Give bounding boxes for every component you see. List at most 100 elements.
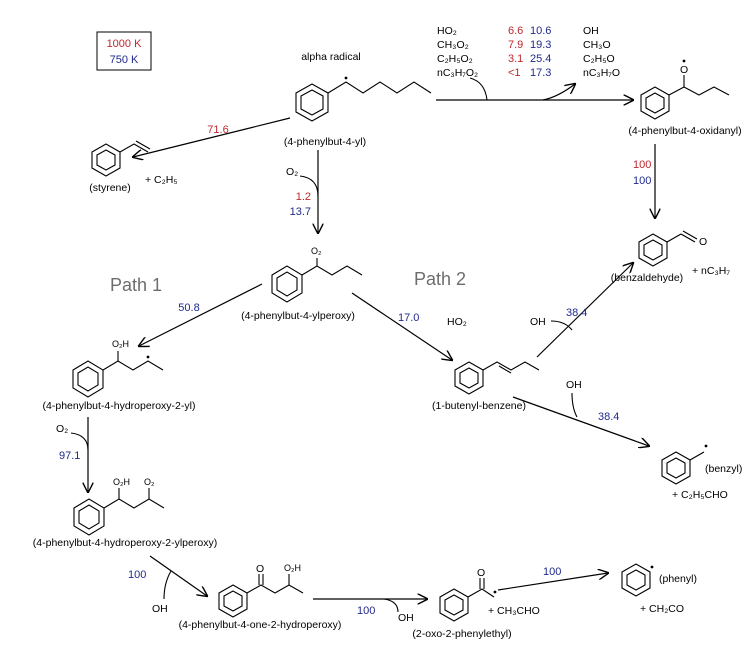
- rate-cold-ch3o2: 19.3: [530, 39, 551, 51]
- benzaldehyde-structure: [638, 230, 698, 267]
- oxidanyl-o: O: [680, 64, 688, 76]
- arrow-path1: [139, 283, 263, 346]
- rate-benzaldehyde-cold: 100: [633, 175, 651, 187]
- rate-cold-ho2: 10.6: [530, 25, 551, 37]
- benzyl-structure: [661, 444, 708, 485]
- arrow-oh-benzaldehyde: [536, 263, 633, 358]
- path1-o2-reactant: O₂: [56, 423, 68, 435]
- oxo-oh: OH: [398, 612, 414, 624]
- rate-oh-benzyl: 38.4: [598, 411, 619, 423]
- product-oh: OH: [583, 25, 599, 37]
- phenylbutyl-label: (4-phenylbut-4-yl): [284, 136, 366, 148]
- oxo-oh-curve: [383, 598, 399, 613]
- rate-hot-nc3h7o2: <1: [508, 67, 521, 79]
- path-1-label: Path 1: [110, 275, 162, 295]
- oh-benzyl-reactant: OH: [566, 379, 582, 391]
- rate-phenyl: 100: [543, 566, 561, 578]
- hydroperoxy2ylperoxy-label: (4-phenylbut-4-hydroperoxy-2-ylperoxy): [33, 537, 217, 549]
- ylperoxy-label: (4-phenylbut-4-ylperoxy): [241, 310, 355, 322]
- abstraction-products: OH CH₃O C₂H₅O nC₃H₇O: [583, 25, 620, 79]
- ketone-oh: OH: [152, 603, 168, 615]
- ylperoxy2-o2h: O₂H: [113, 477, 130, 487]
- reactant-ch3o2: CH₃O₂: [437, 39, 469, 51]
- legend-750k: 750 K: [110, 54, 139, 66]
- ylperoxy-o2: O₂: [311, 246, 322, 256]
- ketone-o: O: [256, 563, 264, 575]
- butenylbenzene-label: (1-butenyl-benzene): [432, 400, 526, 412]
- rate-cold-c2h5o2: 25.4: [530, 53, 551, 65]
- rate-ketone: 100: [128, 569, 146, 581]
- arrow-path2: [351, 292, 452, 360]
- path1-o2-curve: [70, 432, 89, 451]
- oxophenylethyl-structure: [439, 578, 497, 622]
- rate-hot-ch3o2: 7.9: [508, 39, 523, 51]
- abstraction-rates-hot: 6.6 7.9 3.1 <1: [508, 25, 523, 79]
- rate-benzaldehyde-hot: 100: [633, 159, 651, 171]
- path-2-label: Path 2: [414, 269, 466, 289]
- aldehyde-o: O: [699, 236, 707, 248]
- legend-1000k: 1000 K: [107, 38, 143, 50]
- hydroperoxy2yl-o2h: O₂H: [112, 339, 129, 349]
- product-c2h5o: C₂H₅O: [583, 53, 615, 65]
- product-ch3o: CH₃O: [583, 39, 611, 51]
- arrow-to-styrene: [133, 117, 291, 157]
- hydroperoxy2ylperoxy-structure: [73, 488, 165, 536]
- o2-reactant: O₂: [286, 166, 298, 178]
- ho2-product: HO₂: [447, 316, 467, 328]
- rate-hydroperoxy-o2: 97.1: [59, 450, 80, 462]
- oxophenylethyl-label: (2-oxo-2-phenylethyl): [412, 628, 511, 640]
- oh-benzaldehyde-reactant: OH: [530, 316, 546, 328]
- rate-hot-ho2: 6.6: [508, 25, 523, 37]
- abstraction-out-arrow: [542, 84, 575, 101]
- styrene-label: (styrene): [89, 182, 130, 194]
- rate-o2-cold: 13.7: [290, 206, 311, 218]
- oxo-o: O: [477, 567, 485, 579]
- oxidanyl-label: (4-phenylbut-4-oxidanyl): [628, 125, 741, 137]
- reactant-nc3h7o2: nC₃H₇O₂: [437, 67, 478, 79]
- radical-dot: [344, 76, 348, 80]
- benzaldehyde-label: (benzaldehyde): [611, 272, 683, 284]
- abstraction-in-curve: [469, 77, 488, 101]
- rate-o2-hot: 1.2: [296, 191, 311, 203]
- arrow-to-phenyl: [497, 573, 608, 591]
- one2hydroperoxy-label: (4-phenylbut-4-one-2-hydroperoxy): [179, 619, 342, 631]
- rate-hot-c2h5o2: 3.1: [508, 53, 523, 65]
- nc3h7-product: + nC₃H₇: [692, 265, 730, 277]
- rate-styrene: 71.6: [207, 124, 228, 136]
- oxidanyl-structure: [640, 59, 730, 120]
- c2h5-product: + C₂H₅: [145, 174, 178, 186]
- arrow-oh-benzyl: [512, 396, 649, 446]
- ketone-oh-curve: [163, 570, 172, 600]
- rate-cold-nc3h7o2: 17.3: [530, 67, 551, 79]
- butenylbenzene-structure: [454, 361, 540, 395]
- ylperoxy2-o2: O₂: [144, 477, 155, 487]
- rate-path2: 17.0: [398, 312, 419, 324]
- o2-reactant-curve: [299, 175, 319, 197]
- reactant-c2h5o2: C₂H₅O₂: [437, 53, 473, 65]
- benzyl-label: (benzyl): [705, 463, 742, 475]
- one2hydroperoxy-structure: [218, 574, 304, 618]
- ch3cho-product: + CH₃CHO: [488, 605, 540, 617]
- abstraction-reactants: HO₂ CH₃O₂ C₂H₅O₂ nC₃H₇O₂: [437, 25, 478, 79]
- phenyl-structure: [621, 563, 654, 597]
- rate-oxo: 100: [357, 605, 375, 617]
- ylperoxy-structure: [271, 258, 363, 303]
- temperature-legend: 1000 K 750 K: [96, 31, 152, 71]
- abstraction-rates-cold: 10.6 19.3 25.4 17.3: [530, 25, 551, 79]
- hydroperoxy2yl-structure: [72, 351, 164, 398]
- reactant-ho2: HO₂: [437, 25, 457, 37]
- rate-oh-benzaldehyde: 38.4: [566, 307, 587, 319]
- arrow-to-ketone: [149, 555, 207, 596]
- phenyl-label: (phenyl): [659, 573, 697, 585]
- alpha-radical-structure: [295, 76, 432, 122]
- product-nc3h7o: nC₃H₇O: [583, 67, 620, 79]
- styrene-structure: [91, 140, 151, 177]
- oh-benzaldehyde-curve: [550, 320, 573, 331]
- hydroperoxy2yl-label: (4-phenylbut-4-hydroperoxy-2-yl): [43, 400, 196, 412]
- c2h5cho-product: + C₂H₅CHO: [672, 489, 728, 501]
- alpha-radical-label: alpha radical: [301, 51, 361, 63]
- rate-path1: 50.8: [178, 302, 199, 314]
- ketone-o2h: O₂H: [284, 563, 301, 573]
- oh-benzyl-curve: [571, 392, 578, 418]
